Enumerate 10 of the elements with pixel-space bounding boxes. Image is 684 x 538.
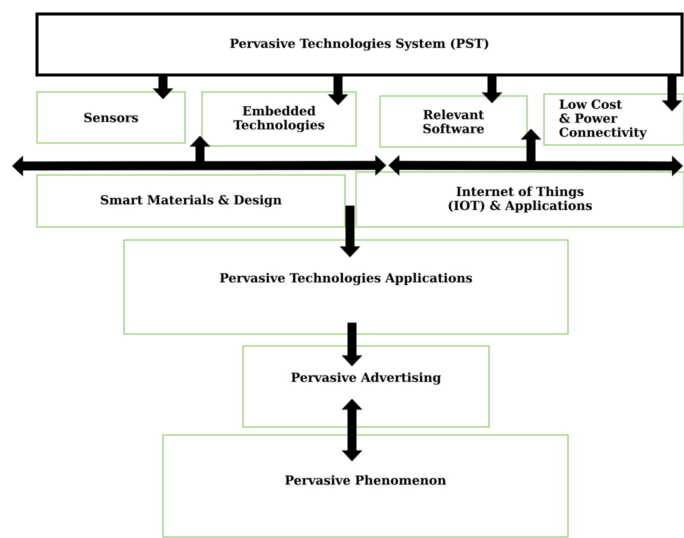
process-box: Smart Materials & Design [36,174,346,228]
process-box: Low Cost & Power Connectivity [543,93,684,146]
process-box: Pervasive Technologies System (PST) [36,12,684,76]
process-box: Relevant Software [379,95,528,148]
process-box: Embedded Technologies [201,91,357,147]
process-box: Sensors [36,91,186,144]
process-box: Pervasive Advertising [242,345,490,428]
process-box: Pervasive Technologies Applications [123,239,569,335]
process-box: Pervasive Phenomenon [162,434,569,538]
process-box: Internet of Things (IOT) & Applications [355,171,684,228]
